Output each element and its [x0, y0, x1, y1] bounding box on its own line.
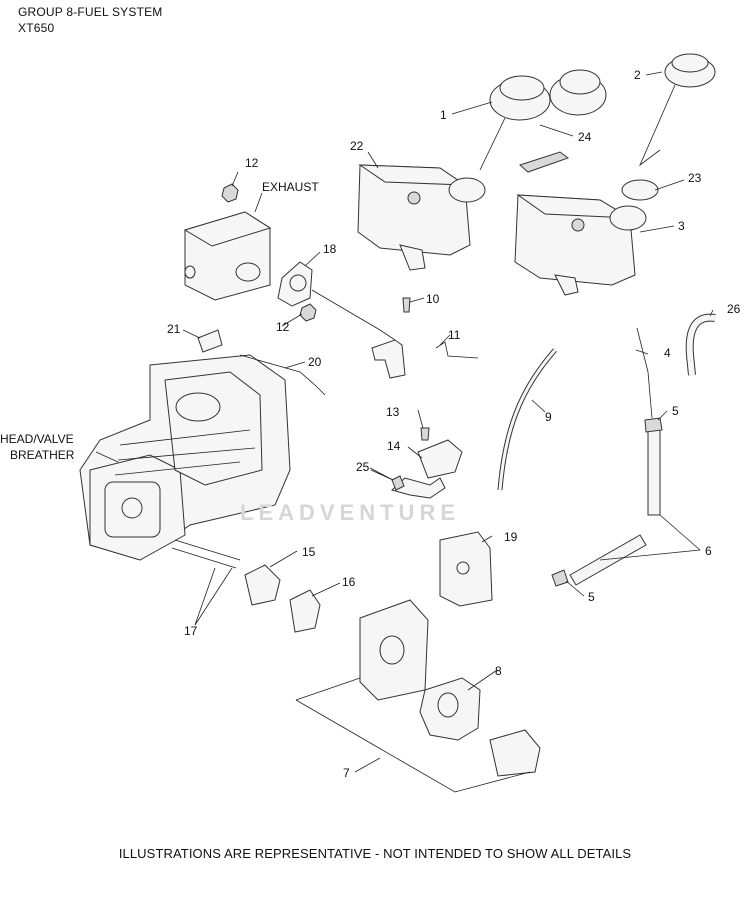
callout-3: 3: [678, 219, 685, 233]
label-head-valve: HEAD/VALVE: [0, 432, 74, 446]
studs-17: [171, 539, 241, 569]
gas-cap-24: [519, 69, 607, 173]
fuel-pump-14: [417, 439, 463, 479]
label-breather: BREATHER: [10, 448, 75, 462]
callout-10: 10: [426, 292, 440, 306]
watermark: LEADVENTURE: [240, 500, 461, 525]
callout-16: 16: [342, 575, 356, 589]
callout-5b: 5: [588, 590, 595, 604]
gas-cap-1: [479, 75, 551, 171]
callout-5a: 5: [672, 404, 679, 418]
callout-22: 22: [350, 139, 364, 153]
clamp-5a: [644, 417, 663, 433]
gasket-ring-23: [621, 179, 659, 201]
screw-13: [420, 427, 430, 441]
callout-13: 13: [386, 405, 400, 419]
callout-26: 26: [727, 302, 741, 316]
label-exhaust: EXHAUST: [262, 180, 319, 194]
callout-23: 23: [688, 171, 702, 185]
callout-7: 7: [343, 766, 350, 780]
callout-8: 8: [495, 664, 502, 678]
callout-17: 17: [184, 624, 198, 638]
callout-6: 6: [705, 544, 712, 558]
spacer-16: [289, 589, 321, 633]
callout-21: 21: [167, 322, 181, 336]
callout-25: 25: [356, 460, 370, 474]
clamp-25: [391, 475, 405, 491]
rod-11: [435, 341, 479, 359]
page-title: GROUP 8-FUEL SYSTEM: [18, 5, 163, 19]
leader-lines: [95, 71, 714, 773]
engine-block: [79, 354, 291, 561]
callout-15: 15: [302, 545, 316, 559]
callout-11: 11: [448, 328, 461, 342]
callout-12a: 12: [245, 156, 259, 170]
footer-disclaimer: ILLUSTRATIONS ARE REPRESENTATIVE - NOT I…: [118, 846, 632, 861]
nut-12: [221, 183, 317, 322]
pump-line: [391, 477, 446, 499]
callout-1: 1: [440, 108, 447, 122]
clamp-5b: [551, 569, 569, 587]
fuel-line-6a: [647, 429, 661, 516]
callout-14: 14: [387, 439, 401, 453]
governor-18: [277, 261, 396, 341]
gas-cap-2: [639, 53, 716, 167]
callout-4: 4: [664, 346, 671, 360]
kit-bracket-7: [295, 677, 531, 793]
callout-20: 20: [308, 355, 322, 369]
callout-12b: 12: [276, 320, 290, 334]
gasket-15: [244, 564, 281, 606]
fuel-tank-3: [514, 194, 647, 296]
callout-19: 19: [504, 530, 518, 544]
fuel-line-6b: [569, 534, 647, 586]
bracket: [371, 339, 406, 379]
filter-4: [636, 327, 653, 419]
gasket-7b: [489, 729, 541, 777]
callout-24: 24: [578, 130, 592, 144]
link-20: [239, 354, 326, 396]
callout-18: 18: [323, 242, 337, 256]
muffler: [183, 211, 272, 301]
callout-2: 2: [634, 68, 641, 82]
model-label: XT650: [18, 21, 55, 35]
callout-9: 9: [545, 410, 552, 424]
bracket-21: [197, 329, 223, 353]
screw-10: [402, 297, 411, 313]
fuel-tank-22: [357, 164, 486, 271]
